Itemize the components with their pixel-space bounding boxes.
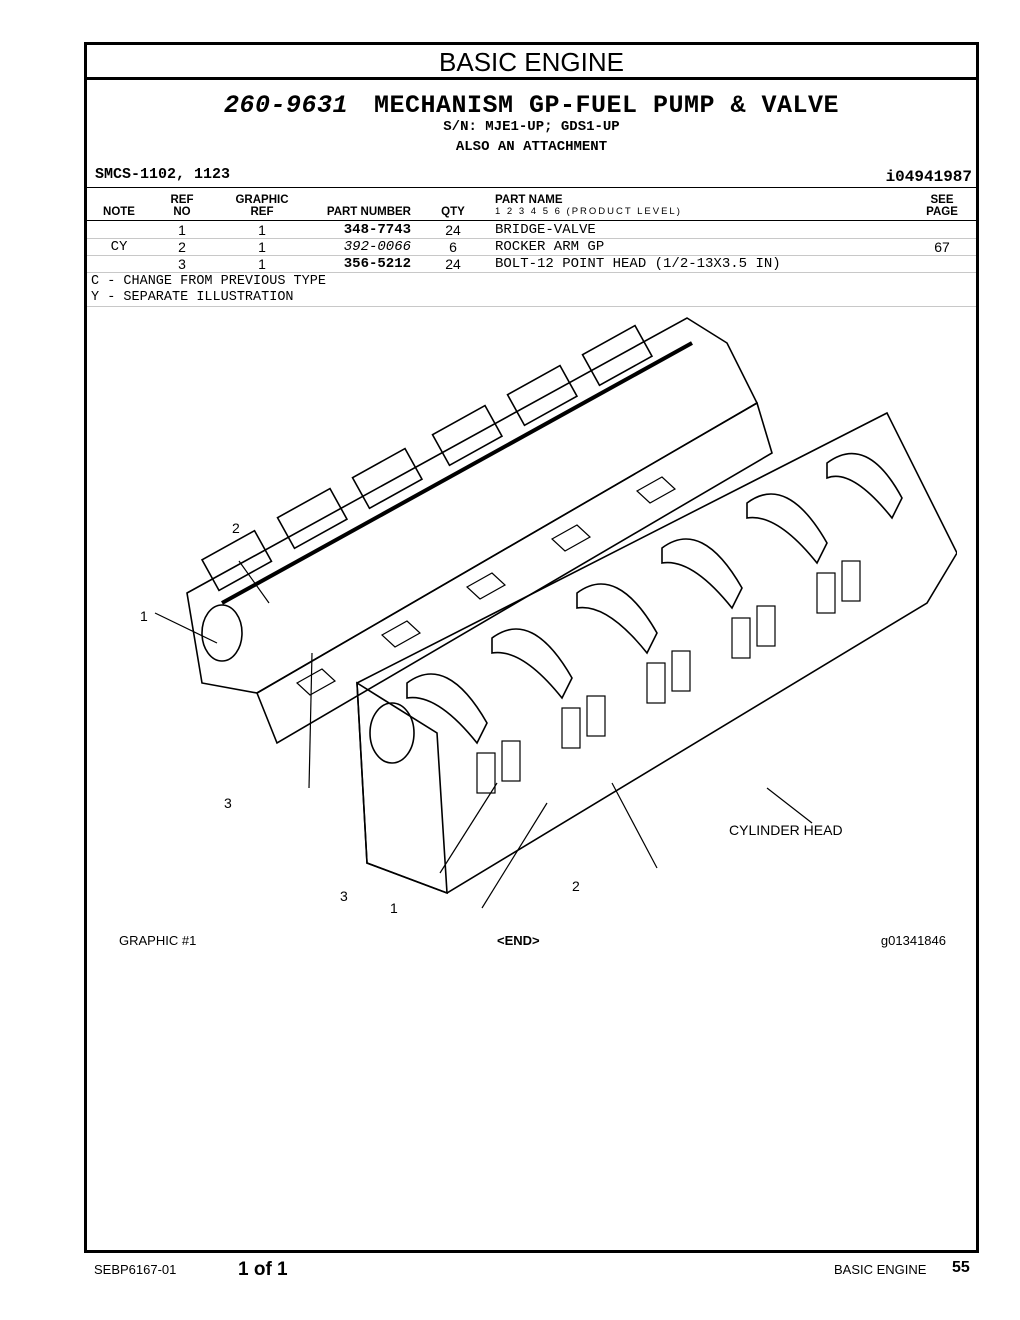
back-head-ports [295, 476, 677, 696]
attachment-note: ALSO AN ATTACHMENT [455, 139, 608, 155]
row-ref: 2 [178, 239, 186, 255]
back-end-port [201, 604, 243, 662]
col-header-part-name-label: PART NAME [495, 194, 563, 206]
col-header-product-levels: 1 2 3 4 5 6 (PRODUCT LEVEL) [495, 206, 682, 217]
serial-numbers: S/N: MJE1-UP; GDS1-UP [443, 119, 620, 135]
col-header-see-page: SEE PAGE [922, 194, 962, 218]
graphic-id: g01341846 [880, 933, 946, 948]
graphic-label: GRAPHIC #1 [119, 933, 197, 948]
row-part-number: 392-0066 [343, 239, 411, 255]
row-divider [87, 255, 976, 256]
row-graphic-ref: 1 [258, 256, 266, 272]
valve-springs [476, 560, 861, 794]
group-title: 260-9631 MECHANISM GP-FUEL PUMP & VALVE [87, 91, 976, 120]
document-id: i04941987 [885, 168, 972, 186]
footer-page-number: 55 [952, 1259, 970, 1276]
row-divider [87, 272, 976, 273]
col-header-ref: REF NO [167, 194, 197, 218]
col-header-qty: QTY [441, 206, 465, 218]
footer-page-of: 1 of 1 [238, 1259, 288, 1280]
table-header-rule [87, 220, 976, 221]
back-rocker-assemblies [200, 324, 693, 605]
col-header-see-bottom: PAGE [926, 206, 958, 218]
back-head-side [256, 401, 773, 745]
row-see-page: 67 [934, 239, 950, 255]
callout-2-front: 2 [572, 878, 580, 894]
row-part-name: ROCKER ARM GP [495, 239, 605, 255]
group-part-number: 260-9631 [223, 91, 348, 120]
col-header-graphic-top: GRAPHIC [235, 194, 289, 206]
front-end-port [369, 702, 415, 764]
section-title: BASIC ENGINE [87, 45, 976, 80]
page-frame: BASIC ENGINE 260-9631 MECHANISM GP-FUEL P… [84, 42, 979, 1253]
cylinder-head-label: CYLINDER HEAD [729, 822, 843, 838]
row-qty: 6 [449, 239, 457, 255]
col-header-note: NOTE [103, 206, 135, 218]
smcs-codes: SMCS-1102, 1123 [95, 166, 231, 183]
col-header-ref-bottom: NO [173, 206, 191, 218]
front-rocker-assemblies [406, 452, 903, 745]
row-part-number: 348-7743 [343, 222, 411, 238]
front-head-end [356, 681, 448, 895]
row-part-name: BOLT-12 POINT HEAD (1/2-13X3.5 IN) [495, 256, 781, 272]
legend-divider [87, 306, 976, 307]
row-graphic-ref: 1 [258, 222, 266, 238]
callout-3-front: 3 [340, 888, 348, 904]
callout-2-back: 2 [232, 520, 240, 536]
col-header-part-name: PART NAME 1 2 3 4 5 6 (PRODUCT LEVEL) [495, 194, 795, 218]
row-qty: 24 [445, 222, 461, 238]
col-header-ref-top: REF [170, 194, 194, 206]
row-graphic-ref: 1 [258, 239, 266, 255]
row-part-name: BRIDGE-VALVE [495, 222, 596, 238]
row-note: CY [110, 239, 128, 255]
row-qty: 24 [445, 256, 461, 272]
col-header-part-number: PART NUMBER [326, 206, 411, 218]
footer-section: BASIC ENGINE [834, 1262, 927, 1277]
callout-leaders [154, 560, 813, 909]
legend-change: C - CHANGE FROM PREVIOUS TYPE [91, 274, 326, 289]
legend-separate-illustration: Y - SEPARATE ILLUSTRATION [91, 290, 294, 305]
footer-doc-number: SEBP6167-01 [94, 1262, 177, 1277]
end-marker: <END> [497, 933, 540, 948]
callout-1-back: 1 [140, 608, 148, 624]
col-header-graphic-bottom: REF [250, 206, 274, 218]
row-ref: 3 [178, 256, 186, 272]
callout-1-front: 1 [390, 900, 398, 913]
group-name: MECHANISM GP-FUEL PUMP & VALVE [373, 91, 840, 120]
front-cylinder-head [356, 411, 957, 894]
callout-3-back: 3 [224, 795, 232, 811]
row-divider [87, 238, 976, 239]
back-cylinder-head [186, 317, 759, 694]
engine-illustration: 2 1 3 3 1 2 CYLINDER HEAD [140, 317, 957, 913]
col-header-see-top: SEE [930, 194, 954, 206]
row-ref: 1 [178, 222, 186, 238]
table-top-rule [87, 187, 976, 188]
col-header-graphic: GRAPHIC REF [227, 194, 297, 218]
row-part-number: 356-5212 [343, 256, 411, 272]
